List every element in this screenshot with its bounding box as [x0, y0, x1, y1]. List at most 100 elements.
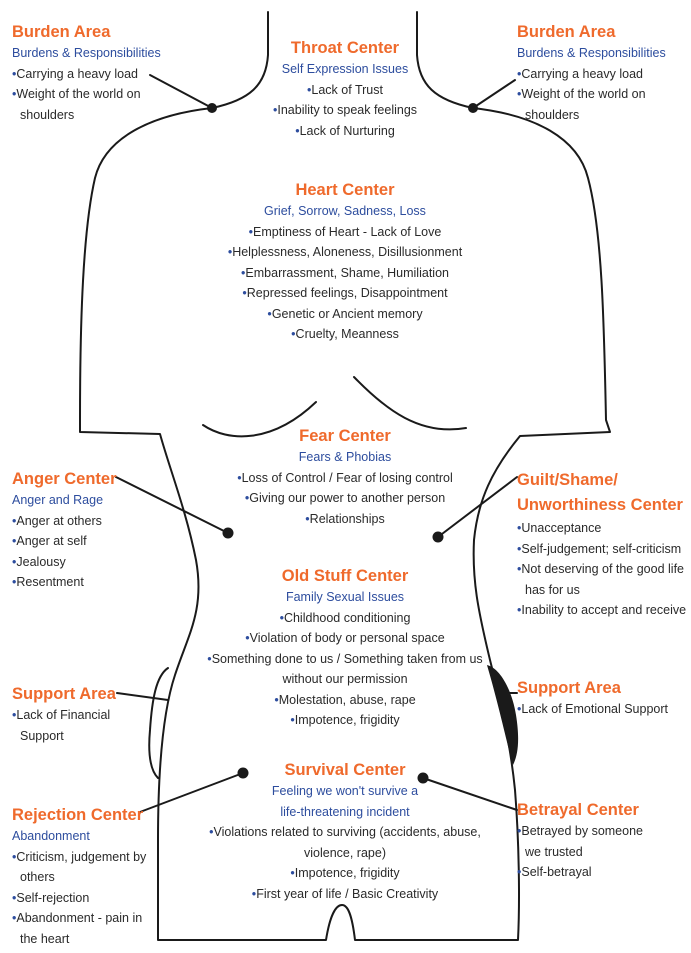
fear-subtitle: Fears & Phobias — [200, 447, 490, 468]
list-item-text: Self-betrayal — [521, 865, 591, 879]
list-item-text: Impotence, frigidity — [295, 866, 400, 880]
list-item: •Genetic or Ancient memory — [195, 304, 495, 325]
list-item-text: Not deserving of the good life has for u… — [521, 562, 684, 597]
list-item: •Emptiness of Heart - Lack of Love — [195, 222, 495, 243]
anger-subtitle: Anger and Rage — [12, 490, 152, 511]
list-item-text: Self-judgement; self-criticism — [521, 542, 681, 556]
list-item: •Giving our power to another person — [200, 488, 490, 509]
list-item: •Inability to accept and receive — [517, 600, 689, 621]
list-item-text: Carrying a heavy load — [16, 67, 138, 81]
list-item: •Violations related to surviving (accide… — [208, 822, 482, 863]
support-left-list: •Lack of Financial Support — [12, 705, 142, 746]
list-item: •Relationships — [200, 509, 490, 530]
old-stuff-title: Old Stuff Center — [205, 566, 485, 587]
list-item: •Self-betrayal — [517, 862, 657, 883]
support-area-left: Support Area •Lack of Financial Support — [12, 684, 142, 746]
guilt-title-line2: Unworthiness Center — [517, 493, 689, 518]
list-item-text: Something done to us / Something taken f… — [212, 652, 483, 687]
list-item-text: Genetic or Ancient memory — [272, 307, 423, 321]
support-left-title: Support Area — [12, 684, 142, 705]
list-item: •Lack of Nurturing — [230, 121, 460, 142]
list-item-text: Childhood conditioning — [284, 611, 410, 625]
burden-right-line — [473, 80, 515, 108]
list-item: •Weight of the world on shoulders — [517, 84, 687, 125]
burden-left-subtitle: Burdens & Responsibilities — [12, 43, 182, 64]
list-item: •Childhood conditioning — [205, 608, 485, 629]
survival-center: Survival Center Feeling we won't survive… — [208, 760, 482, 904]
heart-center: Heart Center Grief, Sorrow, Sadness, Los… — [195, 180, 495, 345]
list-item: •Something done to us / Something taken … — [205, 649, 485, 690]
rejection-list: •Criticism, judgement by others•Self-rej… — [12, 847, 147, 950]
list-item: •Jealousy — [12, 552, 152, 573]
support-area-right: Support Area •Lack of Emotional Support — [517, 678, 689, 720]
betrayal-center: Betrayal Center •Betrayed by someone we … — [517, 800, 657, 883]
list-item: •Lack of Emotional Support — [517, 699, 689, 720]
guilt-title-line1: Guilt/Shame/ — [517, 468, 689, 493]
anger-center: Anger Center Anger and Rage •Anger at ot… — [12, 469, 152, 593]
list-item: •Abandonment - pain in the heart — [12, 908, 147, 949]
list-item: •Anger at others — [12, 511, 152, 532]
list-item: •Betrayed by someone we trusted — [517, 821, 657, 862]
list-item: •Carrying a heavy load — [12, 64, 182, 85]
betrayal-list: •Betrayed by someone we trusted•Self-bet… — [517, 821, 657, 883]
survival-list: •Violations related to surviving (accide… — [208, 822, 482, 904]
guilt-dot — [433, 532, 444, 543]
list-item-text: Lack of Nurturing — [300, 124, 395, 138]
list-item: •Not deserving of the good life has for … — [517, 559, 689, 600]
burden-right-dot — [468, 103, 478, 113]
list-item-text: Emptiness of Heart - Lack of Love — [253, 225, 441, 239]
list-item-text: Cruelty, Meanness — [296, 327, 399, 341]
list-item: •Loss of Control / Fear of losing contro… — [200, 468, 490, 489]
list-item-text: Molestation, abuse, rape — [279, 693, 416, 707]
list-item-text: Violation of body or personal space — [250, 631, 445, 645]
list-item-text: Anger at others — [16, 514, 101, 528]
guilt-list: •Unacceptance•Self-judgement; self-criti… — [517, 518, 689, 621]
old-stuff-subtitle: Family Sexual Issues — [205, 587, 485, 608]
survival-subtitle-line2: life-threatening incident — [208, 802, 482, 823]
burden-area-left: Burden Area Burdens & Responsibilities •… — [12, 22, 182, 125]
list-item: •Embarrassment, Shame, Humiliation — [195, 263, 495, 284]
list-item: •Violation of body or personal space — [205, 628, 485, 649]
list-item-text: Inability to accept and receive — [521, 603, 686, 617]
rejection-center: Rejection Center Abandonment •Criticism,… — [12, 805, 147, 949]
fear-center: Fear Center Fears & Phobias •Loss of Con… — [200, 426, 490, 529]
list-item-text: Self-rejection — [16, 891, 89, 905]
right-chest-curve — [354, 377, 466, 429]
burden-left-title: Burden Area — [12, 22, 182, 43]
rejection-subtitle: Abandonment — [12, 826, 147, 847]
list-item: •Weight of the world on shoulders — [12, 84, 182, 125]
list-item: •Molestation, abuse, rape — [205, 690, 485, 711]
list-item: •Self-judgement; self-criticism — [517, 539, 689, 560]
list-item: •Resentment — [12, 572, 152, 593]
list-item-text: Jealousy — [16, 555, 65, 569]
support-right-title: Support Area — [517, 678, 689, 699]
support-right-list: •Lack of Emotional Support — [517, 699, 689, 720]
list-item-text: Carrying a heavy load — [521, 67, 643, 81]
burden-area-right: Burden Area Burdens & Responsibilities •… — [517, 22, 687, 125]
list-item-text: Inability to speak feelings — [277, 103, 417, 117]
fear-list: •Loss of Control / Fear of losing contro… — [200, 468, 490, 530]
list-item: •Carrying a heavy load — [517, 64, 687, 85]
list-item: •First year of life / Basic Creativity — [208, 884, 482, 905]
list-item-text: Abandonment - pain in the heart — [16, 911, 142, 946]
rejection-title: Rejection Center — [12, 805, 147, 826]
list-item-text: Relationships — [310, 512, 385, 526]
list-item-text: Loss of Control / Fear of losing control — [242, 471, 453, 485]
anger-title: Anger Center — [12, 469, 152, 490]
list-item-text: Lack of Emotional Support — [521, 702, 668, 716]
list-item: •Self-rejection — [12, 888, 147, 909]
guilt-shame-center: Guilt/Shame/ Unworthiness Center •Unacce… — [517, 468, 689, 621]
list-item-text: Lack of Trust — [311, 83, 383, 97]
throat-list: •Lack of Trust•Inability to speak feelin… — [230, 80, 460, 142]
list-item-text: Unacceptance — [521, 521, 601, 535]
list-item: •Impotence, frigidity — [205, 710, 485, 731]
list-item-text: Impotence, frigidity — [295, 713, 400, 727]
list-item: •Criticism, judgement by others — [12, 847, 147, 888]
list-item: •Unacceptance — [517, 518, 689, 539]
anger-dot — [223, 528, 234, 539]
survival-title: Survival Center — [208, 760, 482, 781]
list-item-text: Weight of the world on shoulders — [16, 87, 140, 122]
throat-title: Throat Center — [230, 38, 460, 59]
burden-right-list: •Carrying a heavy load•Weight of the wor… — [517, 64, 687, 126]
list-item-text: Betrayed by someone we trusted — [521, 824, 643, 859]
